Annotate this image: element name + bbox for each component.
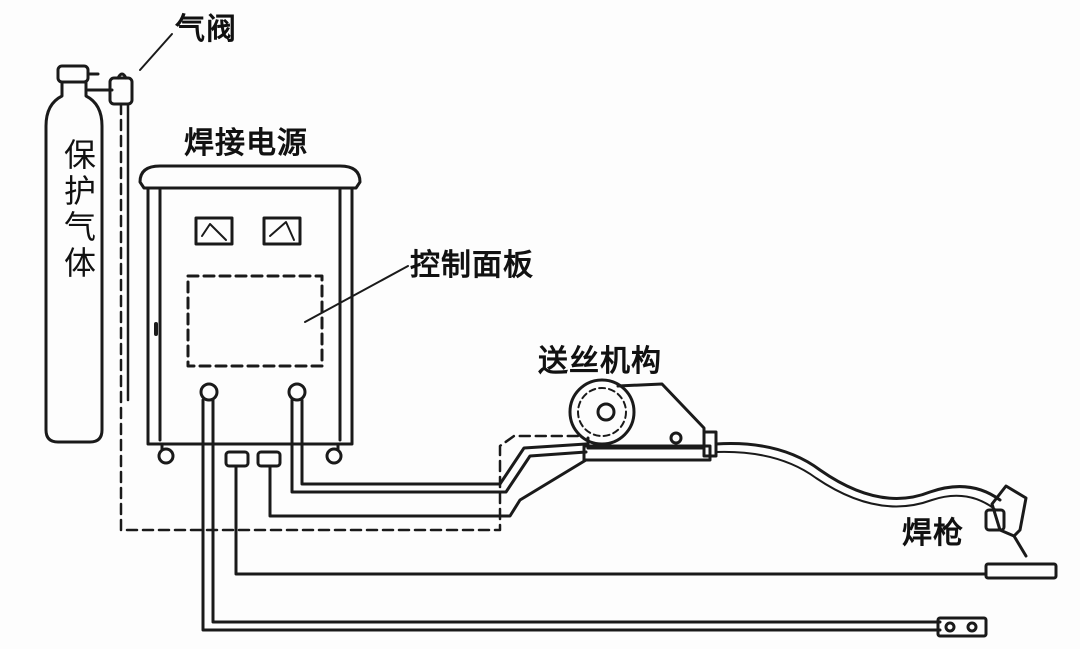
ground-clamp [936,616,988,638]
gas-cylinder [44,64,104,444]
torch-hose [714,442,1002,502]
control-panel-box [186,274,324,368]
gas-valve [86,33,173,106]
label-gas-valve: 气阀 [175,12,237,47]
cables [201,398,988,632]
gas-hose [119,102,580,532]
label-control-panel: 控制面板 [410,248,534,283]
welding-torch [984,484,1028,558]
torch-hose-2 [715,450,997,511]
control-panel-leader [304,265,409,323]
label-welding-torch: 焊枪 [902,516,964,551]
label-power-source: 焊接电源 [184,126,308,161]
wire-feeder [568,378,718,462]
workpiece [984,562,1058,580]
power-source-cabinet [138,164,362,468]
label-shielding-gas: 保护气体 [59,138,97,282]
label-wire-feeder: 送丝机构 [538,344,662,379]
